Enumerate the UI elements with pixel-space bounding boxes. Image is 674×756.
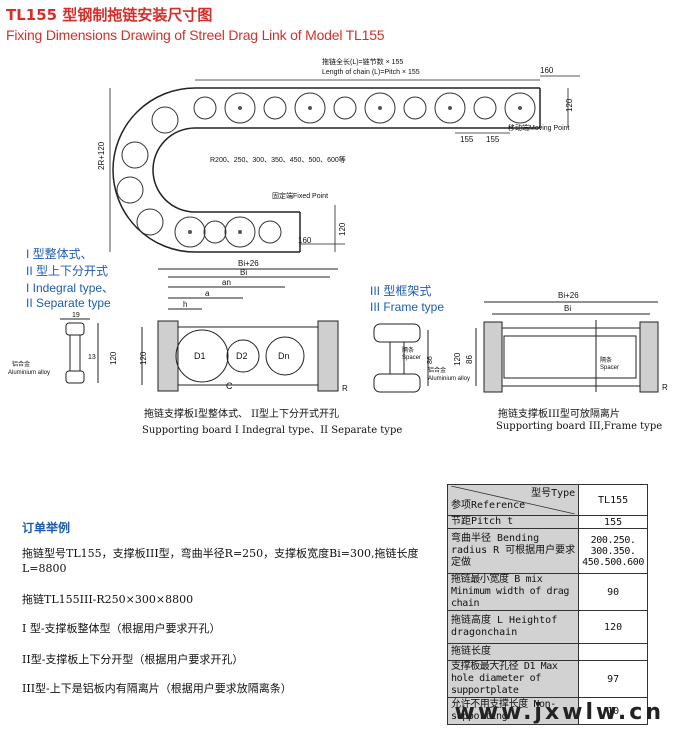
row-label: 拖链高度 L Heightof dragonchain [446,610,580,644]
dim-13: 13 [88,354,96,361]
alloy-en-right: Aluminium alloy [428,376,470,382]
spacer-en-small: Spacer [402,355,421,361]
caption-left-en: Supporting board I Indegral type、II Sepa… [142,425,403,436]
d1-label: D1 [194,351,206,361]
row-value: 155 [578,515,648,529]
order-line-4: II型-支撑板上下分开型（根据用户要求开孔） [22,653,244,666]
page-title-en: Fixing Dimensions Drawing of Streel Drag… [6,27,385,43]
row-value: 10 [578,697,648,725]
dim-120-right: 120 [453,352,462,366]
caption-right-cn: 拖链支撑板III型可放隔离片 [498,409,620,420]
model-cell: TL155 [578,484,648,516]
an-label: an [222,278,231,287]
spacer-cn-small: 隔条 [402,346,414,354]
alloy-cn-right: 铝合金 [428,366,446,374]
dim-86-small: 86 [427,356,434,364]
dim-155-b: 155 [486,135,500,144]
spacer-cn-main: 隔条 [600,356,612,364]
row-value: 90 [578,573,648,611]
h-label: h [183,300,187,309]
radius-label: R200、250、300、350、450、500、600等 [210,155,346,164]
type2-en-label: II Separate type [26,296,111,310]
caption-right-en: Supporting board III,Frame type [496,421,663,432]
r-left: R [342,384,348,393]
order-line-1: 拖链型号TL155，支撑板III型，弯曲半径R=250，支撑板宽度Bi=300,… [22,547,419,575]
watermark: www.jxwlw.cn [454,700,664,725]
table-row: 拖链高度 L Heightof dragonchain 120 [446,610,648,644]
bi26-left: Bi+26 [238,259,259,268]
dim-120-board: 120 [139,351,148,365]
dim-86-main: 86 [465,355,474,364]
type1-cn-label: I 型整体式、 [26,247,93,261]
spec-table: 型号Type 参项Reference TL155 节距Pitch t 155 弯… [446,484,648,725]
type3-cn-label: III 型框架式 [370,284,432,298]
caption-left-cn: 拖链支撑板I型整体式、 II型上下分开式开孔 [144,409,340,420]
table-row: 弯曲半径 Bending radius R 可根据用户要求定做 200.250.… [446,528,648,574]
c-label: C [226,381,233,391]
diagonal-divider [451,486,575,514]
dim-19: 19 [72,312,80,319]
row-value: 97 [578,660,648,698]
dn-label: Dn [278,351,290,361]
table-row: 节距Pitch t 155 [446,515,648,529]
moving-point-label: 移动端Moving Point [508,123,570,132]
r-right: R [662,383,668,392]
type1-en-label: I Indegral type、 [26,281,115,295]
alloy-cn-left: 铝合金 [12,360,30,368]
dim-160-top: 160 [540,66,554,75]
dim-120-bottom: 120 [338,222,347,236]
order-line-5: III型-上下是铝板内有隔离片（根据用户要求放隔离条） [22,682,292,695]
table-header-row: 型号Type 参项Reference TL155 [446,484,648,516]
chain-side-drawing: 拖链全长(L)=链节数 × 155 Length of chain (L)=Pi… [97,57,580,253]
row-label: 允许不用支撑长度 Non-supporting [446,697,580,725]
dim-155-a: 155 [460,135,474,144]
bi26-right: Bi+26 [558,291,579,300]
board-type1-drawing: 19 13 120 铝合金 Aluminium alloy Bi+26 Bi a… [8,259,348,393]
row-value: 200.250. 300.350. 450.500.600 [578,528,648,574]
spacer-en-main: Spacer [600,365,619,371]
type3-en-label: III Frame type [370,300,445,314]
header-ref: 参项Reference [451,500,526,511]
row-label: 拖链长度 [446,643,580,661]
dim-120-left-small: 120 [109,351,118,365]
board-type3-drawing: 隔条 Spacer 86 铝合金 Aluminium alloy Bi+26 B… [373,291,668,393]
order-line-3: I 型-支撑板整体型（根据用户要求开孔） [22,622,221,635]
fixed-point-label: 固定端Fixed Point [272,191,328,200]
alloy-en-left: Aluminium alloy [8,370,50,376]
bi-right: Bi [564,304,571,313]
a-label: a [205,289,210,298]
table-row: 允许不用支撑长度 Non-supporting 10 [446,697,648,725]
d2-label: D2 [236,351,248,361]
length-label-en: Length of chain (L)=Pitch × 155 [322,69,420,76]
table-row: 拖链最小宽度 B mix Minimum width of drag chain… [446,573,648,611]
type2-cn-label: II 型上下分开式 [26,264,109,278]
header-model: 型号Type [531,488,576,499]
row-value [578,643,648,661]
row-label: 节距Pitch t [446,515,580,529]
row-label: 拖链最小宽度 B mix Minimum width of drag chain [446,573,580,611]
dim-160-bottom: 160 [298,236,312,245]
page-title-cn: TL155 型钢制拖链安装尺寸图 [6,6,213,24]
order-title: 订单举例 [22,521,71,535]
table-row: 支撑板最大孔径 D1 Max hole diameter of supportp… [446,660,648,698]
row-value: 120 [578,610,648,644]
table-row: 拖链长度 [446,643,648,661]
length-label-cn: 拖链全长(L)=链节数 × 155 [322,57,403,66]
dim-120-top: 120 [565,98,574,112]
row-label: 支撑板最大孔径 D1 Max hole diameter of supportp… [446,660,580,698]
table-header-cell: 型号Type 参项Reference [446,484,580,516]
bi-left: Bi [240,268,247,277]
order-line-2: 拖链TL155III-R250×300×8800 [22,593,194,606]
height-label: 2R+120 [97,141,106,170]
row-label: 弯曲半径 Bending radius R 可根据用户要求定做 [446,528,580,574]
